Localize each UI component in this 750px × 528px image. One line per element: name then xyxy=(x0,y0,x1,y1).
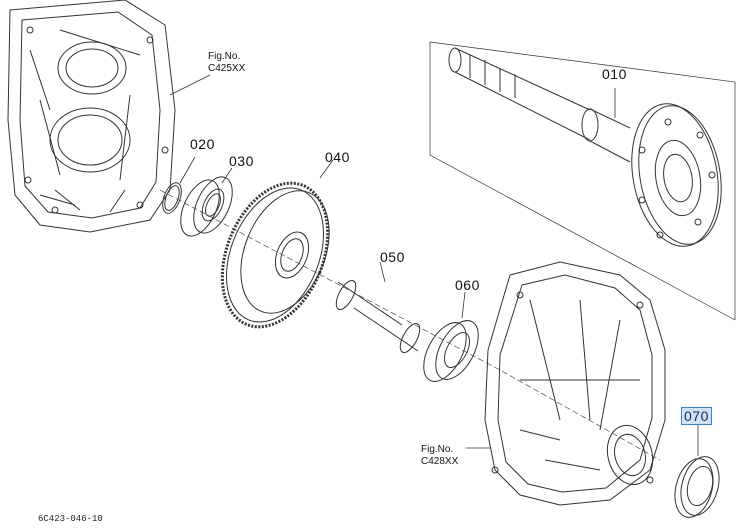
part-060-bearing xyxy=(423,291,479,382)
figure-ref-right[interactable]: Fig.No. C428XX xyxy=(421,444,458,468)
right-housing-drawing xyxy=(466,261,666,506)
part-030-bearing xyxy=(180,167,233,237)
part-070-oil-seal xyxy=(674,425,720,518)
part-040-gear xyxy=(220,159,334,329)
figure-ref-right-line1: Fig.No. xyxy=(421,444,454,455)
part-label-030[interactable]: 030 xyxy=(229,153,254,169)
part-label-020[interactable]: 020 xyxy=(190,136,215,152)
figure-ref-left-line1: Fig.No. xyxy=(208,51,241,62)
part-label-060[interactable]: 060 xyxy=(455,277,480,293)
figure-ref-left[interactable]: Fig.No. C425XX xyxy=(208,51,245,75)
part-010-output-shaft xyxy=(448,47,722,247)
figure-ref-right-line2: C428XX xyxy=(421,456,459,467)
part-label-070[interactable]: 070 xyxy=(681,407,712,425)
part-label-050[interactable]: 050 xyxy=(380,249,405,265)
diagram-code: 6C423-046-10 xyxy=(38,514,103,524)
part-050-sleeve xyxy=(335,261,421,354)
figure-ref-left-line2: C425XX xyxy=(208,63,246,74)
part-020-snap-ring xyxy=(162,156,196,214)
part-label-010[interactable]: 010 xyxy=(602,66,627,82)
left-housing-drawing xyxy=(7,0,211,233)
part-label-040[interactable]: 040 xyxy=(325,149,350,165)
